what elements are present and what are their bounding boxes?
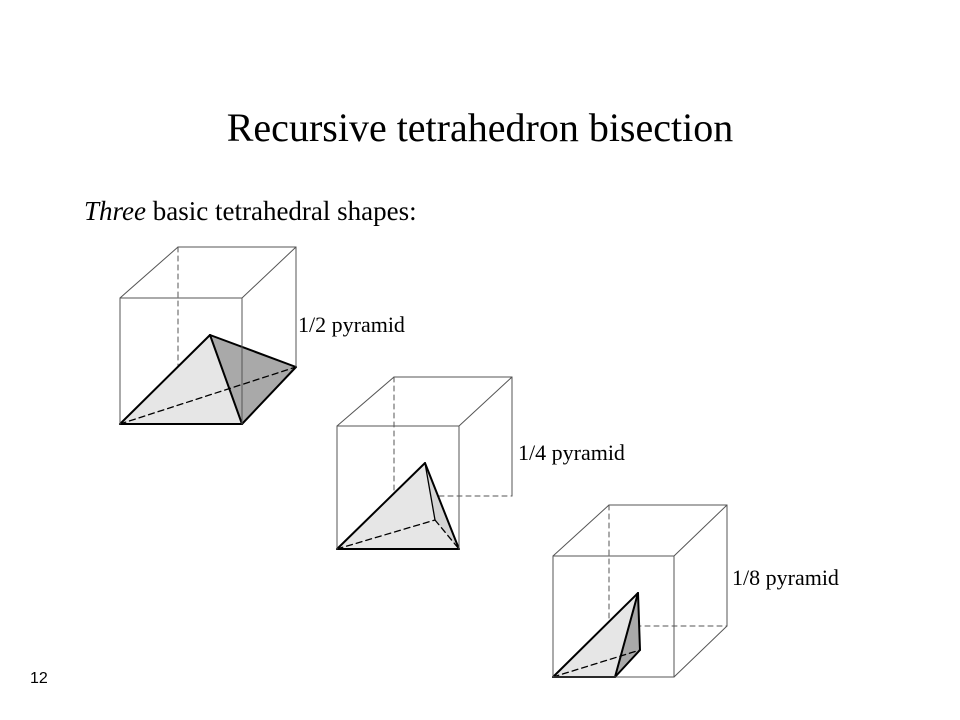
label-half-pyramid: 1/2 pyramid	[298, 312, 405, 337]
label-eighth-pyramid: 1/8 pyramid	[732, 565, 839, 590]
slide-subtitle: Three basic tetrahedral shapes:	[84, 193, 417, 229]
subtitle-emphasis: Three	[84, 196, 146, 226]
label-quarter-pyramid: 1/4 pyramid	[518, 440, 625, 465]
half-pyramid-dark-face	[210, 335, 296, 424]
cube-eighth-pyramid	[552, 504, 728, 678]
cube-half-pyramid	[119, 246, 297, 425]
slide-title: Recursive tetrahedron bisection	[226, 105, 734, 150]
page-number: 12	[30, 670, 48, 687]
cube-quarter-pyramid	[336, 376, 513, 550]
subtitle-text: basic tetrahedral shapes:	[146, 196, 417, 226]
half-pyramid-light-face	[120, 335, 242, 424]
